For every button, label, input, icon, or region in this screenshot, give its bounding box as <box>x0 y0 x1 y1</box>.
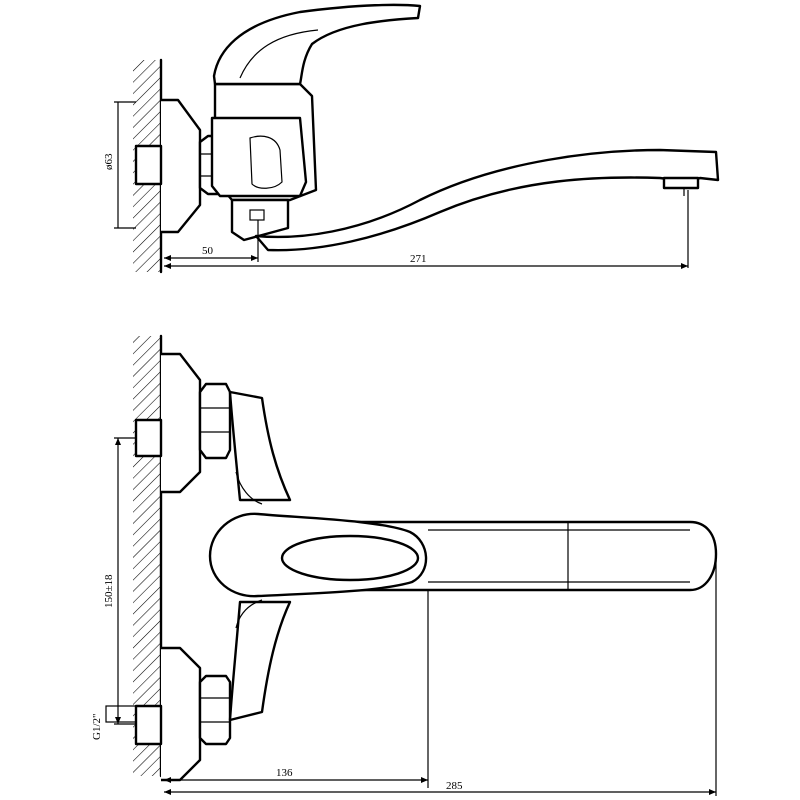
dim-handle-reach: 136 <box>276 767 293 779</box>
dim-diameter: ø63 <box>103 153 115 170</box>
arm-lower <box>228 600 292 722</box>
lever-grip-oval <box>280 534 420 582</box>
side-view: ø63 50 271 <box>103 3 720 274</box>
cartridge-block <box>210 116 308 198</box>
plan-view: 150±18 G1/2" 136 285 <box>91 334 718 796</box>
lever-handle <box>212 3 422 86</box>
rosette-upper <box>161 352 202 494</box>
dim-spout-reach: 271 <box>410 253 427 265</box>
wall-connector <box>134 144 163 186</box>
dim-outlet-center: 50 <box>202 245 214 257</box>
aerator <box>662 176 700 190</box>
connector-upper <box>134 418 163 458</box>
dim-center-distance: 150±18 <box>103 574 115 608</box>
nut-upper <box>198 382 232 460</box>
arm-upper <box>228 390 292 502</box>
nut-lower <box>198 674 232 746</box>
dim-total-reach: 285 <box>446 780 463 792</box>
wall-hatch-bottom <box>133 336 161 776</box>
rosette <box>161 98 202 234</box>
connector-lower <box>134 704 163 746</box>
dim-thread: G1/2" <box>91 714 103 741</box>
rosette-lower <box>161 646 202 782</box>
spout <box>254 148 720 252</box>
